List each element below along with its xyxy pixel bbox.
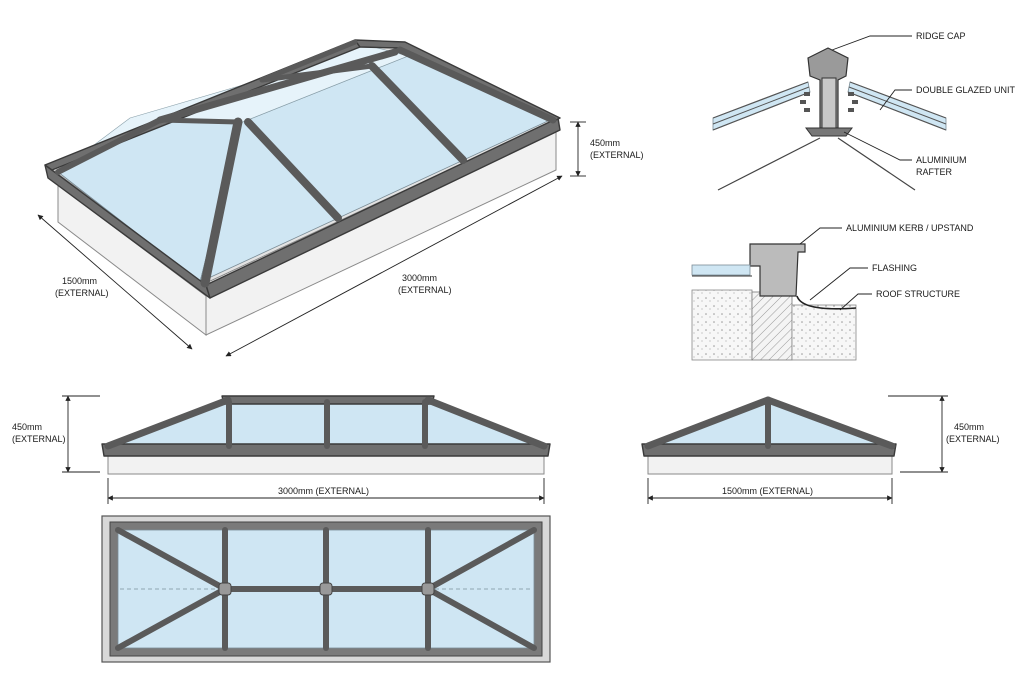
kerb-timber — [751, 291, 793, 361]
side-eaves-bar — [101, 443, 551, 457]
isometric-view: 450mm (EXTERNAL) 1500mm (EXTERNAL) 3000m… — [37, 39, 644, 357]
leader-flashing — [809, 267, 868, 301]
plan-node-1 — [218, 582, 232, 596]
end-elevation: 450mm (EXTERNAL) 1500mm (EXTERNAL) — [641, 395, 1000, 504]
kerb-detail: ALUMINIUM KERB / UPSTAND FLASHING ROOF S… — [691, 223, 974, 361]
kerb-glass — [691, 264, 751, 276]
end-height-note: (EXTERNAL) — [946, 434, 1000, 444]
iso-hip-rafter-front-left — [55, 117, 163, 175]
kerb-flashing — [796, 295, 857, 310]
iso-width-label: 1500mm — [62, 276, 97, 286]
ridge-glass-right-edge-bottom — [847, 91, 947, 131]
side-kerb — [107, 455, 545, 475]
side-hip-right — [424, 396, 548, 450]
ridge-glass-left-edge-top — [712, 81, 809, 119]
side-elevation: 450mm (EXTERNAL) 3000mm (EXTERNAL) — [12, 395, 551, 504]
end-kerb — [647, 455, 893, 475]
ridge-gaskets — [800, 92, 858, 112]
plan-view — [101, 515, 551, 663]
iso-dim-length-line — [225, 175, 563, 357]
end-height-label: 450mm — [954, 422, 984, 432]
leader-roof-structure — [839, 293, 872, 311]
iso-height-label: 450mm — [590, 138, 620, 148]
end-width-label: 1500mm (EXTERNAL) — [722, 486, 813, 496]
ridge-glass-right-edge-top — [849, 81, 947, 119]
aluminium-label: ALUMINIUM — [916, 155, 967, 165]
ridge-glass-left-mid — [712, 86, 810, 125]
roof-structure-block — [791, 304, 857, 361]
plan-node-3 — [421, 582, 435, 596]
ridge-glass-right-mid — [848, 86, 947, 125]
ridge-base — [805, 127, 853, 137]
plan-node-2 — [319, 582, 333, 596]
side-height-note: (EXTERNAL) — [12, 434, 66, 444]
iso-length-label: 3000mm — [402, 273, 437, 283]
leader-kerb — [799, 227, 842, 245]
iso-hip-rafter-left — [200, 117, 243, 288]
iso-height-note: (EXTERNAL) — [590, 150, 644, 160]
rafter-label: RAFTER — [916, 167, 953, 177]
leader-ridge-cap — [831, 35, 912, 51]
plan-bars — [115, 527, 537, 651]
side-width-label: 3000mm (EXTERNAL) — [278, 486, 369, 496]
iso-back-rafter-1 — [157, 117, 241, 125]
flashing-label: FLASHING — [872, 263, 917, 273]
ridge-rafter-left — [717, 137, 821, 191]
ridge-rafter-right — [837, 137, 916, 191]
double-glazed-label: DOUBLE GLAZED UNIT — [916, 85, 1016, 95]
kerb-insulation — [691, 289, 753, 361]
ridge-core — [821, 77, 837, 129]
ridge-detail: RIDGE CAP DOUBLE GLAZED UNIT ALUMINIUM R… — [712, 31, 1016, 191]
kerb-label: ALUMINIUM KERB / UPSTAND — [846, 223, 974, 233]
end-hip-left — [644, 396, 772, 450]
side-height-label: 450mm — [12, 422, 42, 432]
iso-back-rafter-2 — [259, 63, 375, 83]
kerb-upstand — [749, 243, 806, 297]
end-eaves-bar — [641, 443, 897, 457]
ridge-cap-label: RIDGE CAP — [916, 31, 966, 41]
iso-back-rafter-3 — [259, 39, 358, 83]
ridge-glass-left — [712, 81, 811, 131]
leader-aluminium-rafter — [843, 131, 912, 161]
iso-length-note: (EXTERNAL) — [398, 285, 452, 295]
leader-double-glazed — [879, 89, 912, 111]
iso-width-note: (EXTERNAL) — [55, 288, 109, 298]
end-hip-right — [764, 396, 896, 450]
roof-structure-label: ROOF STRUCTURE — [876, 289, 960, 299]
iso-rafter-2 — [368, 62, 467, 164]
iso-ridge-bar — [156, 48, 399, 124]
side-hip-left — [104, 396, 232, 450]
ridge-glass-left-edge-bottom — [712, 91, 811, 131]
iso-dim-width-line — [37, 214, 193, 350]
iso-hip-rafter-right — [396, 46, 557, 124]
